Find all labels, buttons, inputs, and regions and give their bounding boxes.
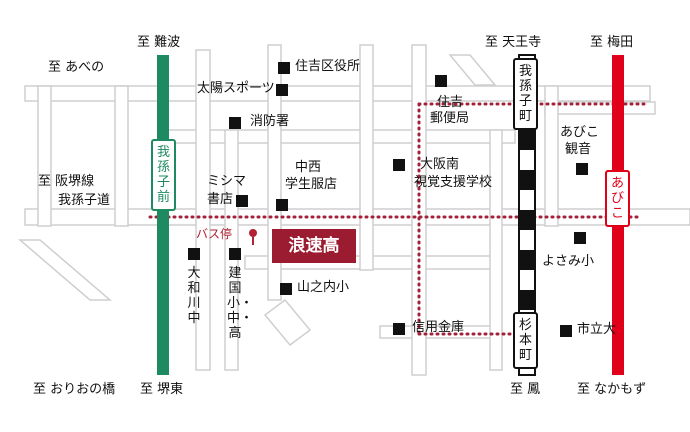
landmark-osaka-minami-2: 視覚支援学校 (414, 175, 493, 190)
marker-icon (276, 199, 288, 211)
landmark-osaka-minami: 大阪南 (420, 157, 460, 172)
road (489, 129, 503, 371)
landmark-yamanouchi: 山之内小 (297, 280, 350, 295)
direction-namba: 至 難波 (137, 35, 181, 50)
road (17, 239, 113, 301)
road (448, 54, 497, 86)
roads (17, 44, 690, 376)
school-naniwa: 浪速高 (272, 229, 356, 263)
landmark-yamato-jh: 大和川中 (187, 266, 201, 326)
road (411, 44, 427, 376)
station-abiko-cho: 我孫子町 (513, 58, 538, 130)
direction-sakaihigashi: 至 堺東 (140, 382, 184, 397)
road (544, 85, 559, 227)
landmark-mishima-2: 書店 (207, 192, 234, 207)
direction-umeda: 至 梅田 (590, 35, 634, 50)
landmark-shinyo: 信用金庫 (412, 320, 465, 335)
marker-icon (188, 248, 200, 260)
landmark-mishima: ミシマ (207, 174, 247, 189)
station-abiko-mae: 我孫子前 (151, 139, 176, 211)
road (114, 85, 129, 227)
marker-icon (393, 323, 405, 335)
landmark-post-office: 住吉 (437, 95, 464, 110)
jr-railway (518, 54, 536, 376)
marker-icon (229, 117, 241, 129)
road (37, 85, 52, 227)
landmark-sumiyoshi-ward: 住吉区役所 (295, 59, 361, 74)
bus-stop-pin-icon (249, 229, 257, 245)
road (263, 298, 312, 347)
marker-icon (393, 159, 405, 171)
landmark-nakanishi: 中西 (295, 160, 322, 175)
station-abiko: あびこ (605, 170, 630, 227)
direction-otori: 至 鳳 (510, 382, 541, 397)
direction-oriono: 至 おりおの橋 (33, 382, 116, 397)
landmark-nakanishi-2: 学生服店 (285, 177, 338, 192)
direction-nakamozu: 至 なかもず (577, 382, 647, 397)
landmark-abiko-kannon-2: 観音 (565, 142, 592, 157)
marker-icon (576, 163, 588, 175)
marker-icon (435, 75, 447, 87)
direction-hanshakai: 至 阪堺線 (38, 174, 95, 189)
road (195, 49, 211, 371)
marker-icon (276, 84, 288, 96)
direction-tennoji: 至 天王寺 (485, 35, 542, 50)
marker-icon (574, 232, 586, 244)
road (359, 44, 374, 271)
bus-stop-label: バス停 (196, 227, 233, 241)
marker-icon (560, 325, 572, 337)
landmark-shiritsudai: 市立大 (577, 322, 617, 337)
direction-hanshakai-2: 我孫子道 (58, 193, 111, 208)
landmark-post-office-2: 郵便局 (430, 111, 470, 126)
landmark-taiyo-sports: 太陽スポーツ (197, 81, 275, 96)
marker-icon (229, 248, 241, 260)
subway-green-line (157, 55, 169, 375)
landmark-yosami: よさみ小 (542, 254, 595, 269)
direction-abeno: 至 あべの (48, 60, 105, 75)
road (24, 85, 651, 102)
marker-icon (278, 62, 290, 74)
bus-route (148, 102, 647, 337)
landmark-kenkoku: 建国小・中・高 (227, 266, 254, 341)
marker-icon (236, 195, 248, 207)
marker-icon (280, 283, 292, 295)
landmark-fire-station: 消防署 (250, 114, 290, 129)
road (159, 129, 516, 144)
station-sugimoto-cho: 杉本町 (513, 312, 538, 369)
landmark-abiko-kannon: あびこ (560, 125, 600, 140)
